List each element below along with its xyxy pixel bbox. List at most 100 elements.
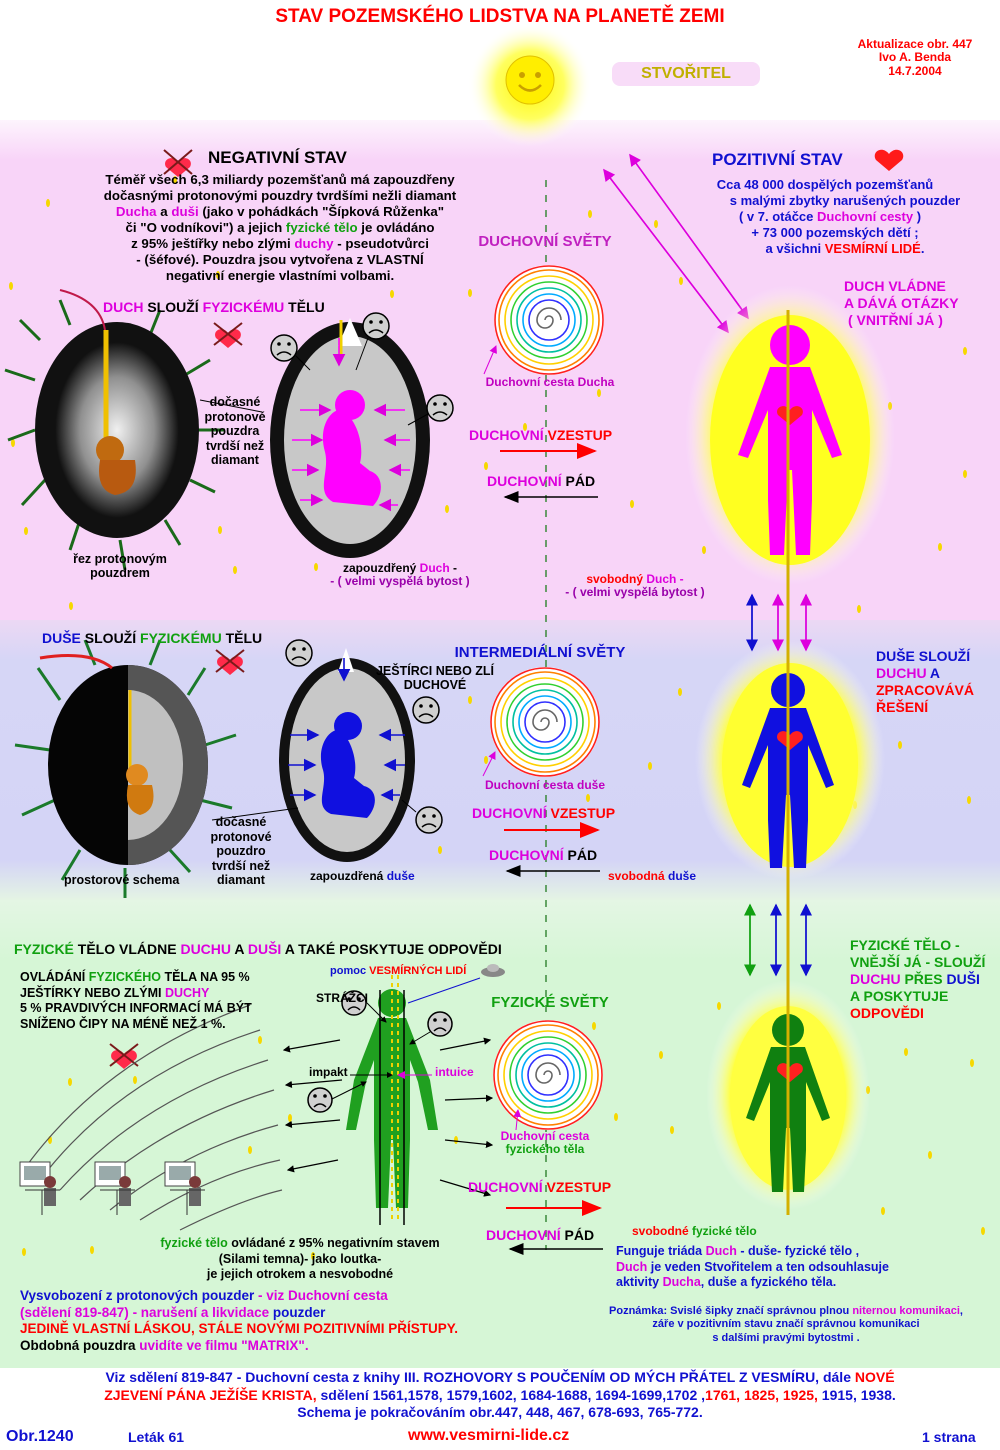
fall-label: DUCHOVNÍ PÁD [486, 1227, 594, 1244]
text: DUCHU [180, 941, 232, 957]
text: Viz sdělení 819-847 - Duchovní cesta z k… [105, 1369, 855, 1385]
text: protonové [204, 409, 266, 424]
update-line-3: 14.7.2004 [888, 63, 942, 78]
text: pouzdrem [90, 566, 150, 580]
text: dočasné [215, 815, 267, 829]
text: , duše a fyzického těla. [700, 1275, 837, 1290]
text: pouzder [272, 1304, 326, 1320]
text: DUCHU [876, 665, 927, 682]
protonic-pod-spatial-icon [14, 639, 237, 898]
heart-icon [777, 1063, 803, 1082]
text: dočasné [209, 395, 261, 409]
negative-line: - (šéfové). Pouzdra jsou vytvořena z VLA… [136, 251, 424, 267]
encapsulated-soul-icon [279, 648, 415, 862]
text: TĚLA NA 95 % [160, 970, 250, 984]
text: VNĚJŠÍ JÁ - SLOUŽÍ [850, 954, 986, 971]
text: - ( velmi vyspělá bytost ) [330, 574, 470, 589]
website-link[interactable]: www.vesmirni-lide.cz [408, 1427, 570, 1444]
update-info: Aktualizace obr. 447 Ivo A. Benda 14.7.2… [840, 37, 990, 78]
text: záře v pozitivním stavu značí správnou k… [652, 1318, 920, 1331]
text: niternou komunikaci [852, 1305, 960, 1317]
row3-free-caption: svobodné fyzické tělo [632, 1224, 757, 1238]
world-intermedial: INTERMEDIÁLNÍ SVĚTY [454, 644, 626, 661]
text: s dalšími pravými bytostmi . [712, 1331, 860, 1344]
text: , [959, 1305, 963, 1317]
text: JEŠTÍRCI NEBO ZLÍ [375, 664, 495, 678]
text: DUCHU [850, 971, 901, 988]
text: JEDINĚ VLASTNÍ LÁSKOU, STÁLE NOVÝMI POZI… [20, 1321, 459, 1337]
text: DUŠE SLOUŽÍ [876, 648, 971, 664]
row3-body-caption: fyzické tělo ovládané z 95% negativním s… [120, 1236, 480, 1283]
sad-face-icon [307, 1087, 333, 1113]
text: - ( velmi vyspělá bytost ) [565, 585, 705, 600]
text: duše [386, 869, 415, 883]
text: DUCHY [164, 985, 210, 1000]
text: a [156, 203, 172, 219]
text: (sdělení 819-847) [20, 1304, 129, 1320]
positive-line: + 73 000 pozemských dětí ; [751, 225, 919, 241]
text: DUCHOVNÍ [489, 847, 564, 863]
text: ZPRACOVÁVÁ [876, 682, 975, 699]
text: Obdobná pouzdra [20, 1338, 140, 1354]
sad-face-icon [270, 334, 298, 362]
row1-caption: zapouzdřený Duch - - ( velmi vyspělá byt… [300, 561, 500, 589]
text: PÁD [561, 473, 596, 489]
row2-heading: DUŠE SLOUŽÍ FYZICKÉMU TĚLU [42, 630, 263, 647]
text: . [920, 241, 925, 257]
text: Ducha [662, 1275, 701, 1290]
text: je veden Stvořitelem a ten odsouhlasuje [647, 1259, 889, 1274]
text: zapouzdřený [342, 561, 420, 575]
text: protonové [210, 829, 272, 844]
text: A DÁVÁ OTÁZKY [844, 295, 959, 312]
text: PÁD [563, 847, 598, 863]
text: fyzické tělo [688, 1224, 757, 1238]
spirit-figure-icon [738, 325, 842, 555]
computer-operator-icon [94, 1161, 135, 1215]
intuition-label: intuice [435, 1065, 474, 1079]
positive-line: Cca 48 000 dospělých pozemšťanů [716, 177, 934, 192]
negative-line: Ducha a duši (jako v pohádkách "Šípková … [60, 204, 500, 220]
text: DUCHOVNÍ [487, 473, 562, 489]
text: diamant [217, 873, 265, 887]
text: FYZICKÉMU [202, 299, 285, 315]
text: DUŠI [946, 971, 980, 988]
triad-text: Funguje triáda Duch - duše- fyzické tělo… [616, 1244, 889, 1291]
text: ovládané z 95% negativním stavem [227, 1236, 440, 1250]
spiral-label-spirit: Duchovní cesta Ducha [485, 375, 615, 389]
text: aktivity [616, 1275, 663, 1290]
sad-face-icon [412, 696, 440, 724]
text: Poznámka: Svislé šipky značí správnou pl… [609, 1305, 853, 1317]
text: NOVÉ [854, 1369, 895, 1385]
keyword-spirits: duchy [294, 235, 334, 251]
negative-heading: NEGATIVNÍ STAV [208, 148, 347, 167]
positive-heading: POZITIVNÍ STAV [712, 150, 843, 169]
text: Vysvobození z protonových pouzder [20, 1288, 259, 1303]
text: svobodný [586, 572, 643, 586]
text: fyzického těla [505, 1142, 585, 1157]
text: diamant [211, 453, 259, 467]
negative-line: z 95% ještířky nebo zlými duchy - pseudo… [60, 236, 500, 252]
text: DUCHOVNÍ [468, 1179, 543, 1195]
text: tvrdší než [211, 858, 271, 873]
page-number: 1 strana [922, 1429, 976, 1445]
spiral-label-soul: Duchovní cesta duše [484, 778, 606, 792]
sun-face-icon [505, 55, 555, 105]
text: tvrdší než [205, 438, 265, 453]
text: řez protonovým [73, 552, 167, 566]
text: či "O vodníkovi") a jejich [125, 219, 286, 235]
text: A POSKYTUJE [850, 988, 949, 1005]
keyword-spiritual-path: Duchovní cesty [817, 209, 914, 225]
text: duše [664, 869, 697, 883]
text: sdělení 1561,1578, 1579,1602, 1684-1688,… [316, 1386, 706, 1403]
keyword-soul: duši [171, 203, 199, 219]
text: 1915, 1938. [817, 1386, 896, 1403]
text: svobodná [608, 869, 665, 883]
text: TĚLU [221, 630, 263, 646]
row3-right-text: FYZICKÉ TĚLO - VNĚJŠÍ JÁ - SLOUŽÍ DUCHU … [850, 937, 985, 1022]
text: (Silami temna)- jako loutka- [218, 1251, 382, 1266]
text: TĚLU [284, 299, 325, 315]
figure-number: Obr.1240 [6, 1428, 74, 1445]
